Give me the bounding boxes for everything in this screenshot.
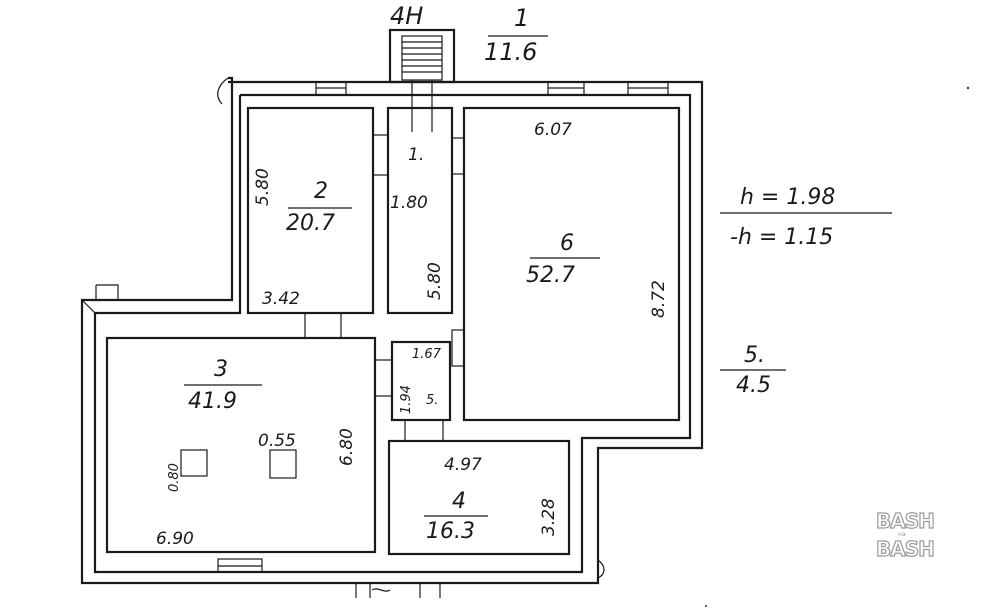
entrance-code: 4Н <box>390 2 423 30</box>
watermark-logo: BASH на BASH <box>875 508 935 561</box>
bottom-exits <box>355 583 441 598</box>
room-2-area: 20.7 <box>286 211 335 236</box>
room-3 <box>105 312 377 554</box>
room-5-width: 1.67 <box>412 347 442 362</box>
watermark-bottom: BASH <box>876 537 934 561</box>
column-right <box>269 449 297 479</box>
room-4 <box>387 419 571 556</box>
room-4-width: 4.97 <box>444 455 482 475</box>
room-1-area-header: 11.6 <box>484 38 537 66</box>
room-2-side: 5.80 <box>253 168 273 206</box>
ink-speck <box>966 86 970 90</box>
room-4-side: 3.28 <box>539 498 559 536</box>
ink-speck <box>705 605 707 607</box>
room-3-column-left: 0.80 <box>167 463 182 492</box>
room-5-side: 1.94 <box>399 385 414 414</box>
room-3-area: 41.9 <box>188 389 237 414</box>
room-2-number: 2 <box>314 179 328 204</box>
room-3-side: 6.80 <box>337 428 357 466</box>
room-3-column-right: 0.55 <box>258 431 296 451</box>
height-note: h = 1.98 <box>740 185 835 210</box>
room-4-area: 16.3 <box>426 519 475 544</box>
windows <box>81 81 669 573</box>
column-left <box>180 449 208 477</box>
room-6-side: 8.72 <box>649 280 669 318</box>
room-6 <box>451 106 681 422</box>
depth-note: -h = 1.15 <box>730 225 833 250</box>
room-1-number: 1. <box>408 145 424 165</box>
room-6-number: 6 <box>560 231 574 256</box>
room-5-number: 5. <box>744 343 765 368</box>
room-5-area: 4.5 <box>736 373 771 398</box>
entrance-stair <box>388 28 456 132</box>
room-6-width: 6.07 <box>534 120 572 140</box>
room-1-length: 5.80 <box>425 262 445 300</box>
room-1-number-header: 1 <box>514 4 529 32</box>
room-6-area: 52.7 <box>526 263 575 288</box>
watermark-top: BASH <box>876 509 934 533</box>
room-3-number: 3 <box>214 357 228 382</box>
watermark-middle: на <box>898 531 906 538</box>
room-5-inner-number: 5. <box>426 393 438 408</box>
room-3-width: 6.90 <box>156 529 194 549</box>
room-1-width: 1.80 <box>390 193 428 213</box>
room-2-width: 3.42 <box>262 289 300 309</box>
room-4-number: 4 <box>452 489 466 514</box>
outer-walls <box>80 76 704 585</box>
